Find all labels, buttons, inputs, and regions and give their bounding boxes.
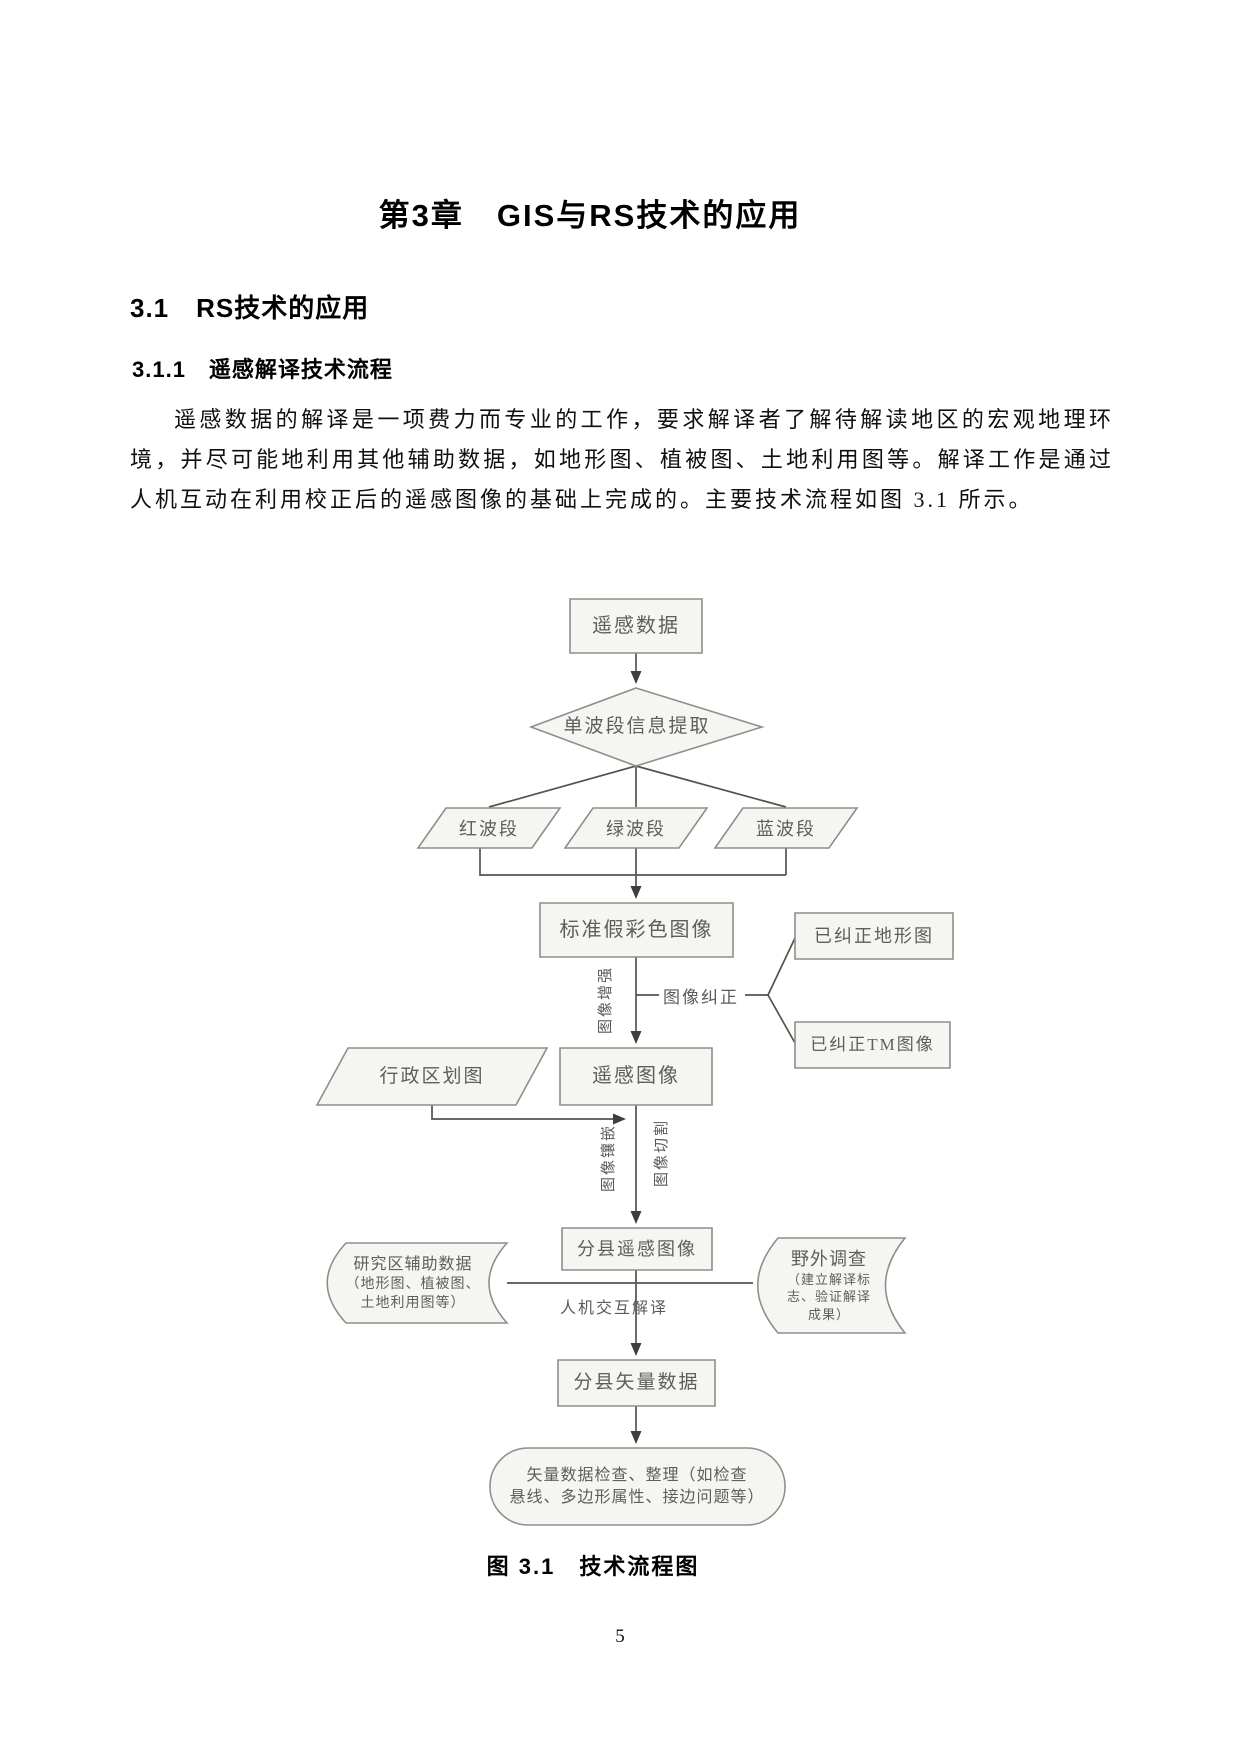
node-county-vector-data: 分县矢量数据: [573, 1372, 700, 1394]
shape-red-band: [418, 808, 560, 848]
node-blue-band: 蓝波段: [756, 818, 816, 839]
vector-check-line1: 矢量数据检查、整理（如检查: [526, 1467, 748, 1485]
section-heading: 3.1 RS技术的应用: [130, 293, 370, 323]
node-remote-sensing-image: 遥感图像: [592, 1065, 680, 1087]
figure-caption: 图 3.1 技术流程图: [486, 1554, 700, 1579]
shape-remote-sensing-image: [560, 1048, 712, 1105]
shape-remote-sensing-data: [570, 599, 702, 653]
subsection-heading: 3.1.1 遥感解译技术流程: [132, 357, 393, 382]
body-paragraph: 遥感数据的解译是一项费力而专业的工作，要求解译者了解待解读地区的宏观地理环境，并…: [130, 407, 1114, 512]
node-vector-check: 矢量数据检查、整理（如检查 悬线、多边形属性、接边问题等）: [488, 1455, 786, 1519]
shape-false-color-image: [540, 903, 733, 957]
connector-lines: [432, 653, 795, 1444]
vector-check-line2: 悬线、多边形属性、接边问题等）: [509, 1489, 765, 1506]
field-survey-line4: 成果）: [807, 1306, 850, 1322]
edge-label-image-mosaic: 图像镶嵌: [600, 1124, 617, 1193]
edge-label-image-correction: 图像纠正: [663, 987, 739, 1007]
field-survey-line2: （建立解译标: [786, 1271, 871, 1287]
node-red-band: 红波段: [459, 818, 519, 839]
edge-label-image-enhancement: 图像增强: [597, 966, 614, 1035]
node-single-band-extraction: 单波段信息提取: [563, 716, 711, 738]
page-number: 5: [615, 1626, 625, 1647]
shape-green-band: [565, 808, 707, 848]
node-aux-data: 研究区辅助数据 （地形图、植被图、 土地利用图等）: [322, 1247, 504, 1321]
node-county-rs-image: 分县遥感图像: [577, 1238, 697, 1259]
chapter-title: 第3章 GIS与RS技术的应用: [378, 198, 802, 233]
shape-blue-band: [715, 808, 857, 848]
edge-label-interactive-interpretation: 人机交互解译: [559, 1300, 668, 1317]
edge-label-image-clipping: 图像切割: [653, 1119, 670, 1188]
shape-county-rs-image: [562, 1228, 712, 1270]
shape-field-survey: [758, 1238, 905, 1333]
node-remote-sensing-data: 遥感数据: [592, 614, 680, 637]
shape-vector-check-stadium: [490, 1448, 785, 1525]
aux-data-line2: （地形图、植被图、: [345, 1276, 481, 1292]
shape-corrected-tm-image: [795, 1022, 950, 1068]
node-field-survey: 野外调查 （建立解译标 志、验证解译 成果）: [755, 1241, 903, 1329]
aux-data-title: 研究区辅助数据: [353, 1256, 473, 1274]
shape-aux-data: [327, 1243, 507, 1323]
field-survey-line3: 志、验证解译: [786, 1289, 871, 1305]
aux-data-line3: 土地利用图等）: [360, 1295, 466, 1311]
node-corrected-tm-image: 已纠正TM图像: [810, 1034, 935, 1054]
node-false-color-image: 标准假彩色图像: [559, 918, 714, 941]
shape-admin-division-map: [317, 1048, 547, 1105]
shape-single-band-diamond: [531, 688, 762, 766]
field-survey-title: 野外调查: [791, 1248, 867, 1269]
node-corrected-topo-map: 已纠正地形图: [814, 925, 934, 946]
shape-corrected-topo-map: [795, 913, 953, 959]
shape-county-vector-data: [558, 1360, 715, 1406]
node-admin-division-map: 行政区划图: [379, 1065, 485, 1087]
node-green-band: 绿波段: [606, 818, 666, 839]
